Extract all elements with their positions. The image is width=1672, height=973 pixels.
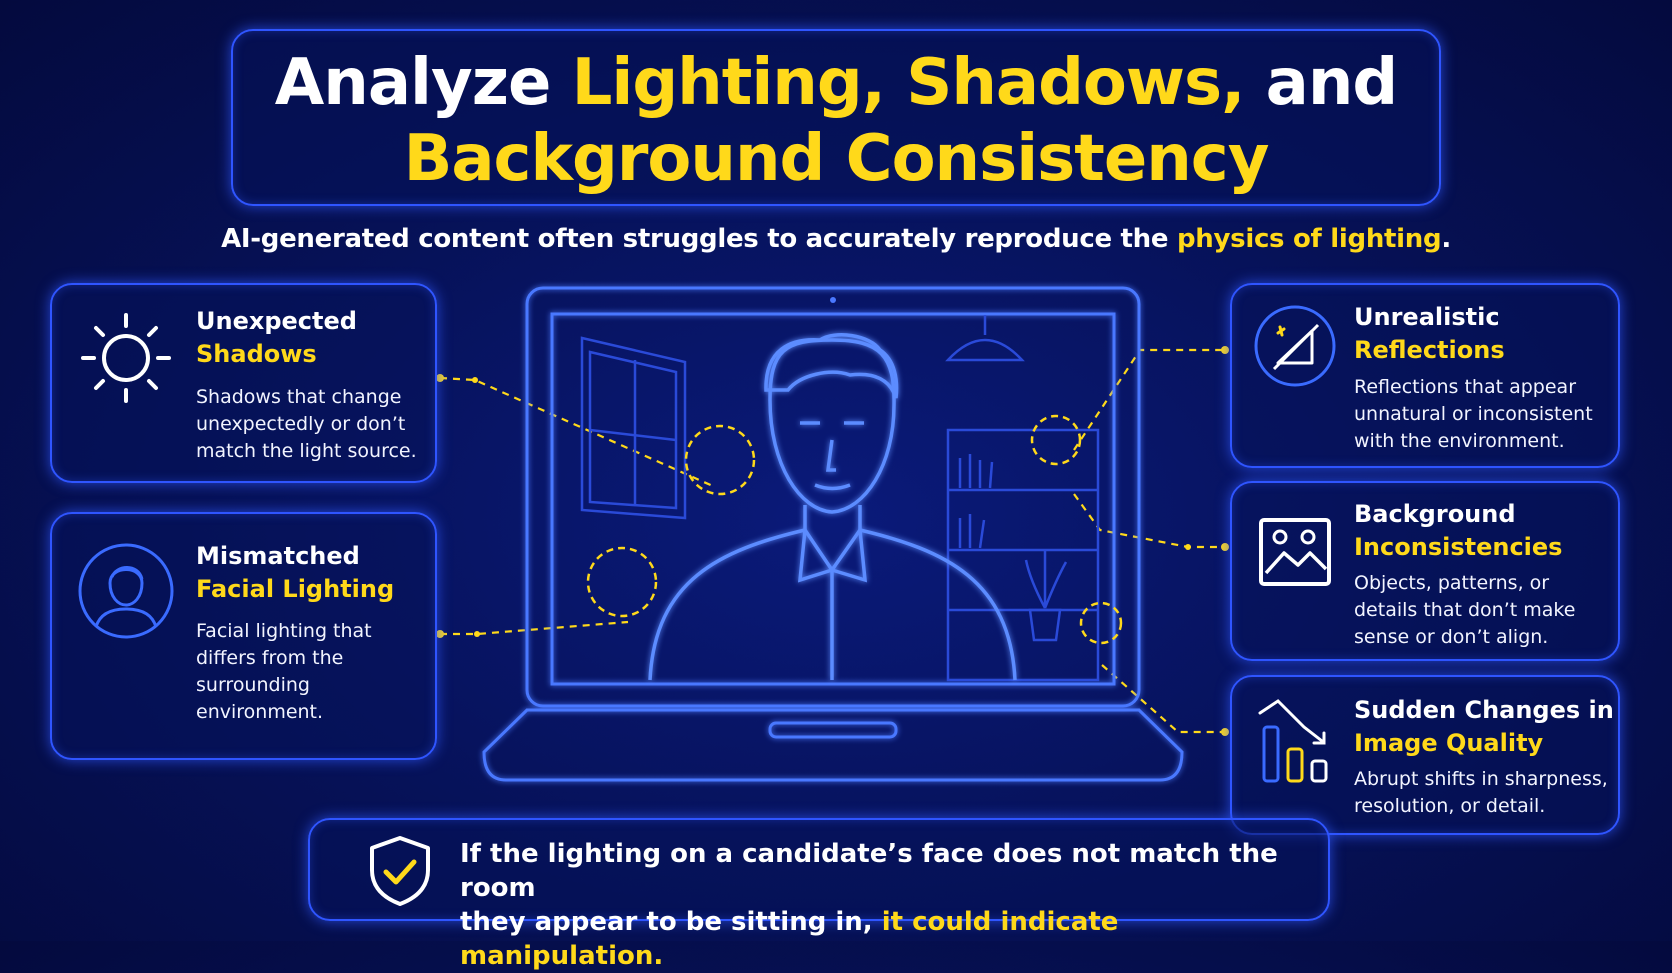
subtitle-highlight: physics of lighting bbox=[1176, 224, 1442, 254]
card-description-line: sense or don’t align. bbox=[1354, 626, 1549, 648]
card-description: Shadows that change unexpectedly or don’… bbox=[196, 384, 417, 465]
card-title-line2: Image Quality bbox=[1354, 729, 1544, 757]
card-description-line: environment. bbox=[196, 701, 324, 723]
title-text-3: and bbox=[1244, 46, 1399, 120]
sun-icon bbox=[81, 313, 171, 403]
bookshelf-icon bbox=[946, 428, 1100, 682]
plant-icon bbox=[1028, 608, 1062, 642]
card-description-line: surrounding bbox=[196, 674, 310, 696]
card-description-line: Objects, patterns, or bbox=[1354, 572, 1550, 594]
subtitle-end: . bbox=[1441, 224, 1451, 254]
title-text-highlight: Lighting, Shadows, bbox=[571, 46, 1246, 120]
card-description-line: with the environment. bbox=[1354, 430, 1565, 452]
card-description-line: details that don’t make bbox=[1354, 599, 1576, 621]
card-title-line2: Reflections bbox=[1354, 336, 1505, 364]
card-title: Background Inconsistencies bbox=[1354, 498, 1562, 564]
card-description-line: Facial lighting that bbox=[196, 620, 372, 642]
card-description-line: Shadows that change bbox=[196, 386, 402, 408]
card-description-line: unexpectedly or don’t bbox=[196, 413, 406, 435]
reflection-icon bbox=[1254, 305, 1336, 387]
card-title: Mismatched Facial Lighting bbox=[196, 540, 394, 606]
laptop-screen bbox=[550, 312, 1116, 686]
card-title-line2: Facial Lighting bbox=[196, 575, 395, 603]
card-description: Facial lighting that differs from the su… bbox=[196, 618, 372, 726]
callout-text: If the lighting on a candidate’s face do… bbox=[460, 837, 1328, 973]
window-icon bbox=[580, 336, 687, 520]
card-title-line1: Background bbox=[1354, 500, 1516, 528]
card-description-line: Reflections that appear bbox=[1354, 376, 1577, 398]
card-description-line: unnatural or inconsistent bbox=[1354, 403, 1593, 425]
card-description-line: resolution, or detail. bbox=[1354, 795, 1546, 817]
title-text-line2: Background Consistency bbox=[403, 122, 1270, 196]
card-description: Objects, patterns, or details that don’t… bbox=[1354, 570, 1575, 651]
title-text-1: Analyze bbox=[274, 46, 572, 120]
card-image-quality: Sudden Changes in Image Quality Abrupt s… bbox=[1230, 675, 1620, 835]
laptop-base bbox=[482, 708, 1184, 782]
shield-check-icon bbox=[370, 836, 430, 906]
highlight-circle bbox=[684, 424, 756, 496]
card-description-line: Abrupt shifts in sharpness, bbox=[1354, 768, 1608, 790]
bar-decline-icon bbox=[1258, 699, 1328, 783]
laptop-lid bbox=[525, 286, 1141, 708]
highlight-circle bbox=[1030, 414, 1082, 466]
image-icon bbox=[1259, 518, 1331, 586]
subtitle-text: AI-generated content often struggles to … bbox=[221, 224, 1177, 254]
title-banner: Analyze Lighting, Shadows, and Backgroun… bbox=[231, 29, 1441, 206]
card-title-line2: Inconsistencies bbox=[1354, 533, 1563, 561]
callout-line2: they appear to be sitting in, bbox=[460, 907, 882, 937]
callout-line1: If the lighting on a candidate’s face do… bbox=[460, 839, 1278, 903]
card-background: Background Inconsistencies Objects, patt… bbox=[1230, 481, 1620, 661]
card-title-line1: Mismatched bbox=[196, 542, 360, 570]
card-unexpected-shadows: Unexpected Shadows Shadows that change u… bbox=[50, 283, 437, 483]
card-reflections: Unrealistic Reflections Reflections that… bbox=[1230, 283, 1620, 468]
webcam-icon bbox=[830, 297, 836, 303]
highlight-circle bbox=[1079, 601, 1123, 645]
subtitle: AI-generated content often struggles to … bbox=[0, 224, 1672, 254]
card-title-line1: Sudden Changes in bbox=[1354, 696, 1614, 724]
card-title-line1: Unrealistic bbox=[1354, 303, 1500, 331]
card-title-line2: Shadows bbox=[196, 340, 317, 368]
card-title: Sudden Changes in Image Quality bbox=[1354, 694, 1614, 760]
person-figure bbox=[648, 333, 1017, 681]
page-title: Analyze Lighting, Shadows, and Backgroun… bbox=[233, 45, 1439, 197]
person-icon bbox=[78, 543, 174, 639]
card-title: Unexpected Shadows bbox=[196, 305, 357, 371]
callout-box: If the lighting on a candidate’s face do… bbox=[308, 818, 1330, 971]
card-description-line: match the light source. bbox=[196, 440, 417, 462]
card-title: Unrealistic Reflections bbox=[1354, 301, 1505, 367]
highlight-circle bbox=[586, 546, 658, 618]
card-description: Abrupt shifts in sharpness, resolution, … bbox=[1354, 766, 1608, 820]
card-facial-lighting: Mismatched Facial Lighting Facial lighti… bbox=[50, 512, 437, 760]
laptop-illustration bbox=[482, 286, 1184, 782]
card-title-line1: Unexpected bbox=[196, 307, 357, 335]
trackpad bbox=[768, 721, 898, 739]
card-description-line: differs from the bbox=[196, 647, 344, 669]
card-description: Reflections that appear unnatural or inc… bbox=[1354, 374, 1593, 455]
